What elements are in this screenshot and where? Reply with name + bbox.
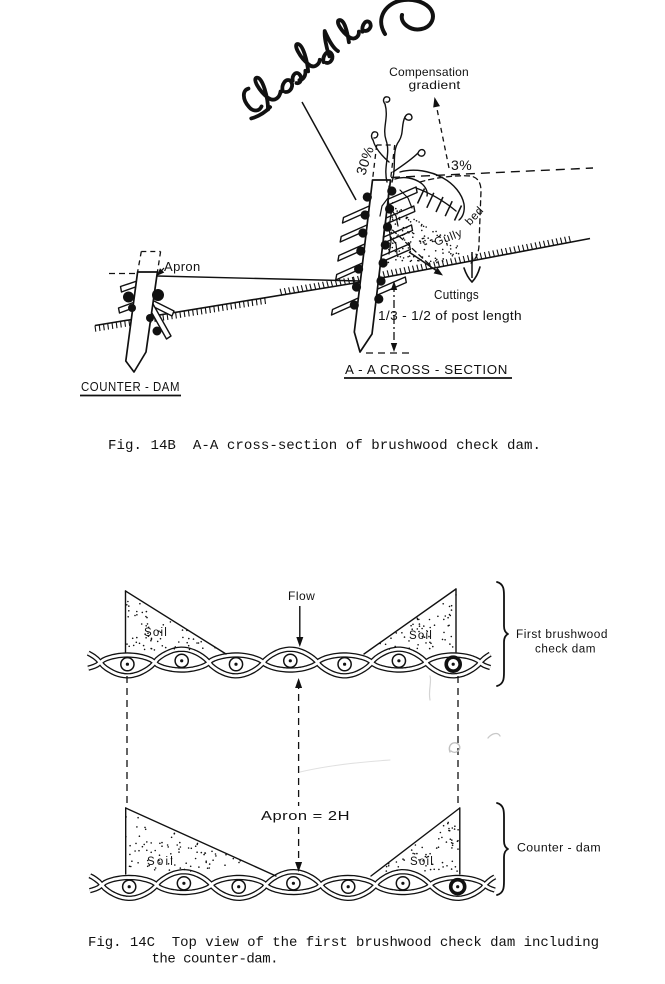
svg-text:Fig. 14B A-A cross-section of: Fig. 14B A-A cross-section of brushwood …: [108, 438, 541, 454]
svg-text:Soil: Soil: [147, 856, 175, 868]
svg-text:Compensation: Compensation: [389, 65, 469, 79]
svg-text:First brushwood: First brushwood: [516, 629, 608, 641]
svg-text:Soil: Soil: [144, 627, 168, 639]
svg-text:Apron: Apron: [164, 259, 201, 274]
svg-text:Soil: Soil: [410, 856, 434, 868]
svg-text:the counter-dam.: the counter-dam.: [152, 952, 279, 968]
svg-text:COUNTER - DAM: COUNTER - DAM: [81, 380, 180, 394]
svg-text:A - A CROSS - SECTION: A - A CROSS - SECTION: [345, 363, 508, 377]
svg-text:Apron = 2H: Apron = 2H: [261, 809, 350, 823]
svg-text:3%: 3%: [451, 157, 472, 173]
svg-text:Soil: Soil: [409, 630, 433, 642]
svg-text:Flow: Flow: [288, 589, 315, 603]
svg-text:gradient: gradient: [409, 78, 462, 92]
svg-text:Counter - dam: Counter - dam: [517, 841, 601, 855]
svg-text:1/3 - 1/2 of post length: 1/3 - 1/2 of post length: [378, 309, 522, 323]
svg-text:check dam: check dam: [535, 644, 596, 656]
svg-text:Cuttings: Cuttings: [434, 288, 479, 302]
svg-text:Fig. 14C Top view of the firs: Fig. 14C Top view of the first brushwood…: [88, 935, 599, 951]
